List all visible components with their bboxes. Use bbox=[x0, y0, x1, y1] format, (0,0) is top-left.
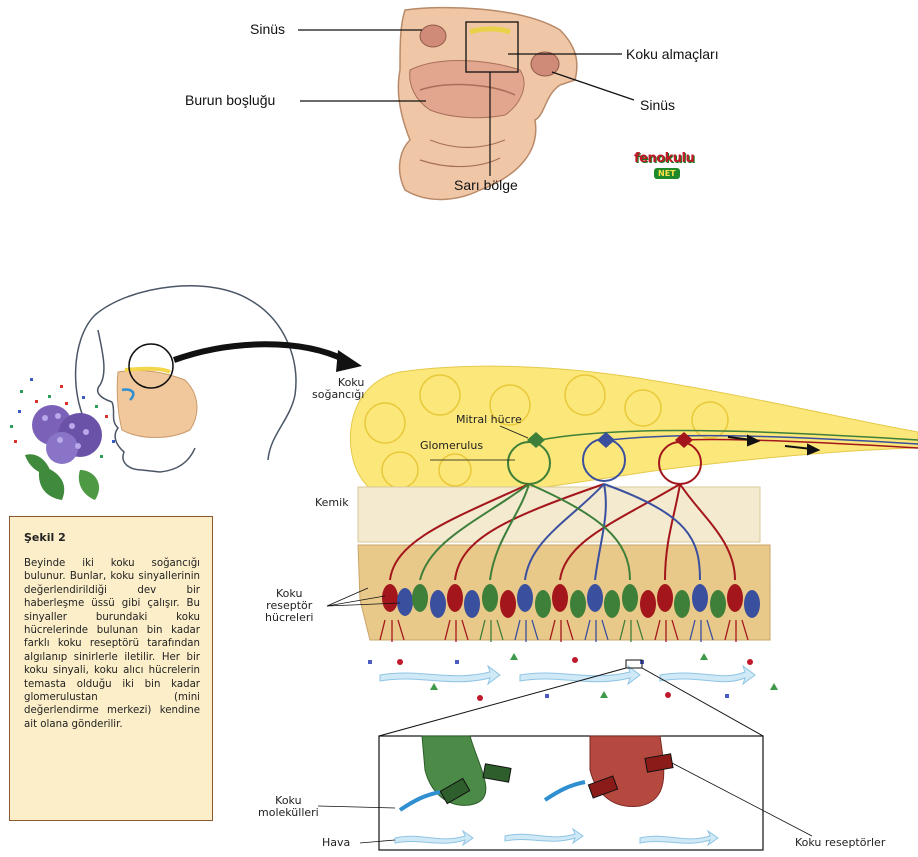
zoom-arrow bbox=[174, 344, 345, 360]
head-profile-illustration bbox=[76, 286, 296, 472]
label-kemik: Kemik bbox=[315, 497, 349, 509]
label-hava: Hava bbox=[322, 837, 350, 849]
label-mitral-hucre: Mitral hücre bbox=[456, 414, 522, 426]
label-koku-molekulleri: Koku molekülleri bbox=[258, 795, 319, 819]
label-koku-reseptorler: Koku reseptörler bbox=[795, 837, 885, 849]
label-koku-reseptor-hucreleri: Koku reseptör hücreleri bbox=[265, 588, 313, 624]
caption-box: Şekil 2 Beyinde iki koku soğancığı bulun… bbox=[9, 516, 213, 821]
caption-title: Şekil 2 bbox=[24, 531, 200, 544]
caption-body: Beyinde iki koku soğancığı bulunur. Bunl… bbox=[24, 557, 200, 731]
zoom-arrowhead bbox=[336, 350, 362, 372]
airflow-arrows bbox=[380, 666, 755, 684]
label-glomerulus: Glomerulus bbox=[420, 440, 483, 452]
bone-layer bbox=[358, 487, 760, 542]
lilac-flower-illustration bbox=[25, 405, 102, 500]
label-koku-sogancigi: Koku soğancığı bbox=[312, 377, 364, 401]
nasal-cavity-fill bbox=[117, 370, 197, 437]
